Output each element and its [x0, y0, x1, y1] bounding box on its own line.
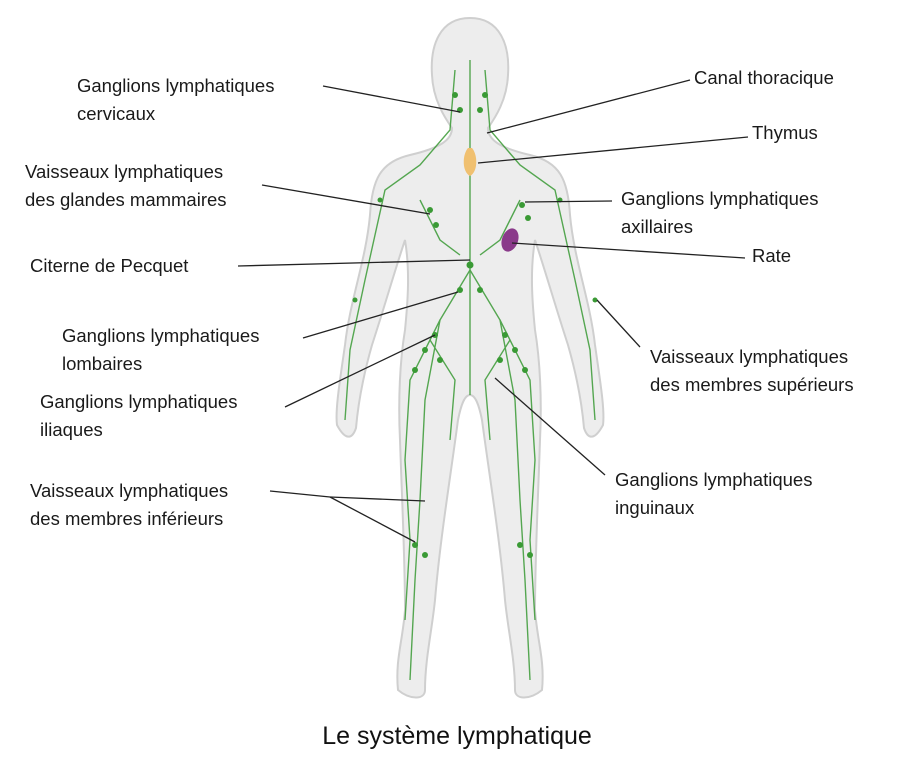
label-line: Ganglions lymphatiques	[621, 188, 819, 209]
label-line: cervicaux	[77, 103, 156, 124]
label-axillaires: Ganglions lymphatiques axillaires	[621, 185, 818, 241]
label-line: Rate	[752, 245, 792, 266]
label-line: des membres inférieurs	[30, 508, 224, 529]
diagram-title: Le système lymphatique	[322, 722, 592, 750]
label-iliaques: Ganglions lymphatiques iliaques	[40, 388, 237, 444]
label-line: Ganglions lymphatiques	[77, 75, 275, 96]
label-mammaires: Vaisseaux lymphatiques des glandes mammai…	[25, 158, 227, 214]
label-cervicaux: Ganglions lymphatiques cervicaux	[77, 72, 274, 128]
label-lombaires: Ganglions lymphatiques lombaires	[62, 322, 259, 378]
spleen	[501, 228, 519, 252]
label-line: des glandes mammaires	[25, 189, 227, 210]
label-line: Ganglions lymphatiques	[40, 391, 238, 412]
label-superieurs: Vaisseaux lymphatiques des membres supéri…	[650, 343, 854, 399]
label-line: iliaques	[40, 419, 103, 440]
label-line: axillaires	[621, 216, 693, 237]
label-rate: Rate	[752, 242, 791, 270]
label-line: des membres supérieurs	[650, 374, 854, 395]
label-line: Vaisseaux lymphatiques	[30, 480, 229, 501]
label-line: Ganglions lymphatiques	[62, 325, 260, 346]
label-line: Vaisseaux lymphatiques	[25, 161, 224, 182]
label-line: Canal thoracique	[694, 67, 834, 88]
label-inguinaux: Ganglions lymphatiques inguinaux	[615, 466, 812, 522]
label-line: Thymus	[752, 122, 818, 143]
label-canal-thoracique: Canal thoracique	[694, 64, 834, 92]
label-line: inguinaux	[615, 497, 695, 518]
leader-lines	[237, 79, 749, 543]
label-line: lombaires	[62, 353, 143, 374]
lymph-nodes	[352, 92, 598, 558]
label-line: Vaisseaux lymphatiques	[650, 346, 849, 367]
label-line: Ganglions lymphatiques	[615, 469, 813, 490]
label-citerne: Citerne de Pecquet	[30, 252, 188, 280]
label-thymus: Thymus	[752, 119, 818, 147]
label-line: Citerne de Pecquet	[30, 255, 189, 276]
lymph-vessels	[344, 60, 596, 681]
label-inferieurs: Vaisseaux lymphatiques des membres inféri…	[30, 477, 228, 533]
thymus	[463, 148, 477, 176]
